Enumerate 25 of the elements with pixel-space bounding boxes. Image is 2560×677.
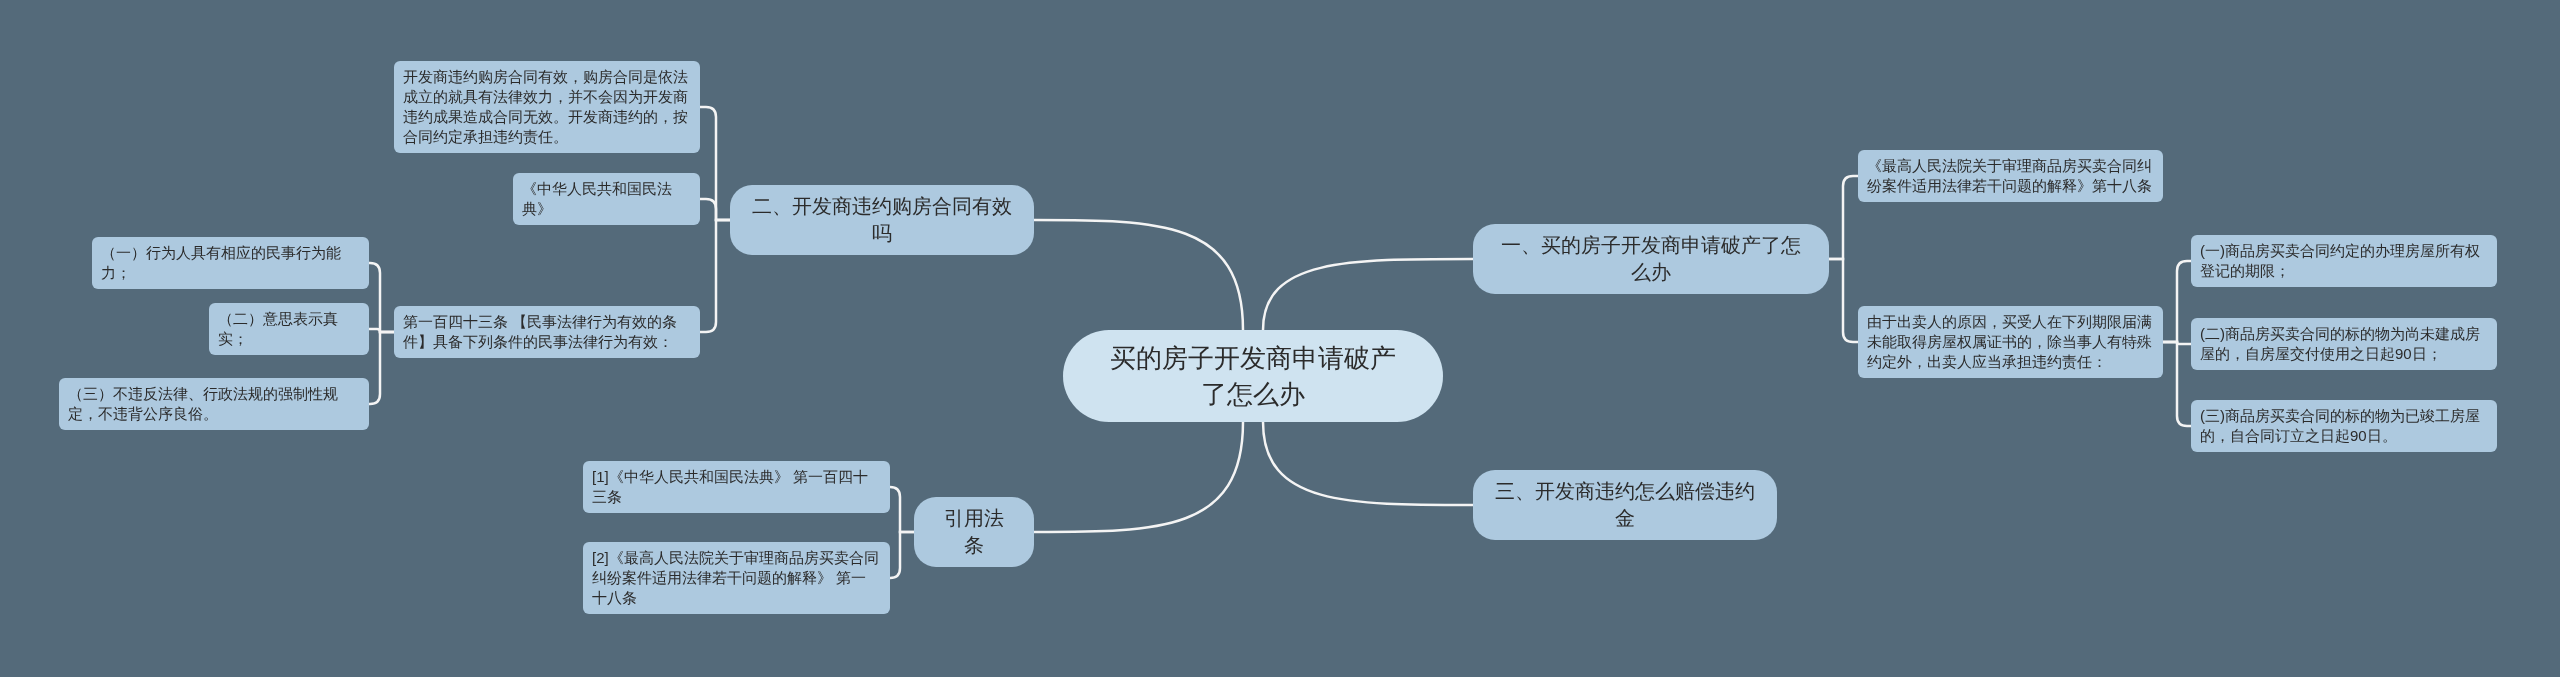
note-box: [2]《最高人民法院关于审理商品房买卖合同纠纷案件适用法律若干问题的解释》 第一十八条 (583, 542, 890, 614)
note-box: 第一百四十三条 【民事法律行为有效的条件】具备下列条件的民事法律行为有效： (394, 306, 700, 358)
connector-line (368, 330, 394, 406)
note-box: (一)商品房买卖合同约定的办理房屋所有权登记的期限； (2191, 235, 2497, 287)
note-box: [1]《中华人民共和国民法典》 第一百四十三条 (583, 461, 890, 513)
note-box: （二）意思表示真实； (209, 303, 369, 355)
connector-line (1034, 421, 1245, 534)
note-box: （三）不违反法律、行政法规的强制性规定，不违背公序良俗。 (59, 378, 369, 430)
note-box: (三)商品房买卖合同的标的物为已竣工房屋的，自合同订立之日起90日。 (2191, 400, 2497, 452)
branch-topic: 引用法条 (914, 497, 1034, 567)
note-box: (二)商品房买卖合同的标的物为尚未建成房屋的，自房屋交付使用之日起90日； (2191, 318, 2497, 370)
central-topic: 买的房子开发商申请破产了怎么办 (1063, 330, 1443, 422)
note-box: 《最高人民法院关于审理商品房买卖合同纠纷案件适用法律若干问题的解释》第十八条 (1858, 150, 2163, 202)
connector-line (888, 530, 914, 580)
note-box: 由于出卖人的原因，买受人在下列期限届满未能取得房屋权属证书的，除当事人有特殊约定外，出卖人应当承担违约责任： (1858, 306, 2163, 378)
connector-line (1261, 421, 1473, 507)
note-box: 《中华人民共和国民法典》 (513, 173, 700, 225)
branch-topic: 一、买的房子开发商申请破产了怎么办 (1473, 224, 1829, 294)
connector-line (2163, 340, 2191, 428)
branch-topic: 三、开发商违约怎么赔偿违约金 (1473, 470, 1777, 540)
connector-line (1034, 218, 1245, 331)
note-box: 开发商违约购房合同有效，购房合同是依法成立的就具有法律效力，并不会因为开发商违约成果造成合同无效。开发商违约的，按合同约定承担违约责任。 (394, 61, 700, 153)
connector-line (1261, 257, 1473, 331)
note-box: （一）行为人具有相应的民事行为能力； (92, 237, 369, 289)
branch-topic: 二、开发商违约购房合同有效吗 (730, 185, 1034, 255)
